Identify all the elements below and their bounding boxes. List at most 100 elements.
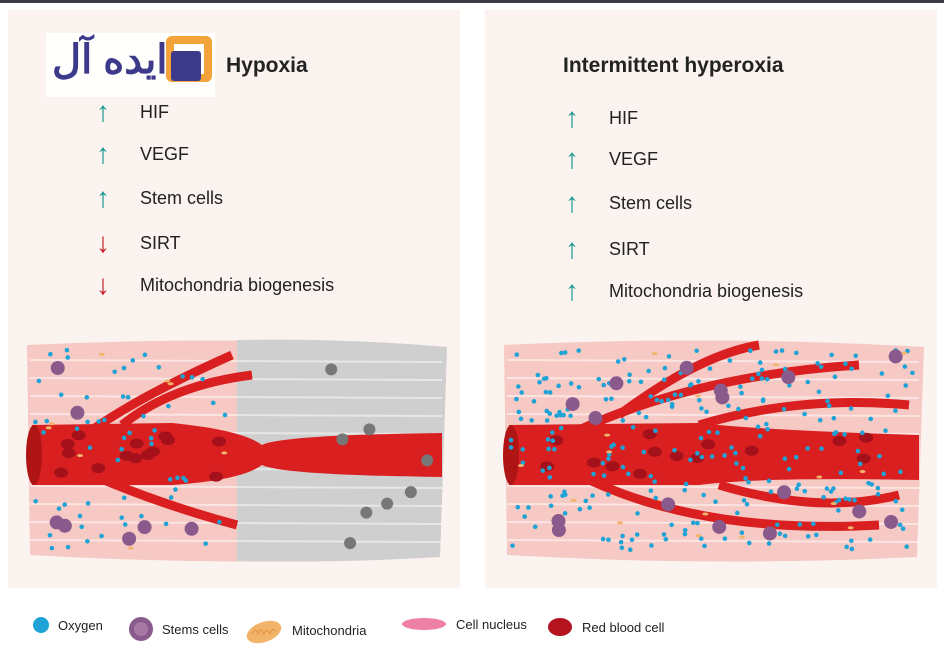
list-item: ↑VEGF <box>88 140 189 168</box>
oxygen-dot <box>666 354 672 359</box>
oxygen-dot <box>734 461 739 466</box>
oxygen-dot <box>672 392 678 397</box>
oxygen-dot <box>695 520 700 526</box>
oxygen-dot <box>549 430 555 435</box>
oxygen-dot <box>583 498 589 504</box>
oxygen-dot <box>695 451 700 456</box>
oxygen-dot <box>44 418 50 424</box>
stem-cell <box>50 360 65 375</box>
oxygen-dot <box>744 501 750 507</box>
oxygen-dot <box>648 394 654 399</box>
arrow-down-icon: ↓ <box>96 227 110 258</box>
oxygen-dot <box>764 421 769 427</box>
mitochondrion <box>517 464 524 468</box>
mitochondrion <box>45 426 52 430</box>
oxygen-dot <box>759 367 765 373</box>
oxygen-dot <box>836 497 842 503</box>
oxygen-dot <box>794 454 799 460</box>
oxygen-dot <box>606 456 611 462</box>
oxygen-dot <box>119 446 124 452</box>
arrow-up-icon: ↑ <box>96 96 110 127</box>
oxygen-dot <box>601 382 607 388</box>
oxygen-dot <box>805 446 810 451</box>
list-item: ↑Stem cells <box>557 189 692 217</box>
oxygen-dot <box>33 498 38 504</box>
oxygen-dot <box>881 471 887 477</box>
mitochondrion <box>859 470 866 474</box>
arrow-up-icon: ↑ <box>565 233 579 264</box>
mitochondrion <box>847 526 854 530</box>
oxygen-dot <box>867 537 873 542</box>
oxygen-dot <box>701 492 706 498</box>
mitochondrion <box>606 450 613 454</box>
oxygen-dot <box>514 352 520 357</box>
oxygen-dot <box>726 403 731 409</box>
oxygen-dot <box>601 473 607 478</box>
oxygen-dot <box>699 454 705 460</box>
item-label: SIRT <box>609 238 650 259</box>
oxygen-dot <box>58 392 64 398</box>
oxygen-dot <box>641 449 647 455</box>
oxygen-dot <box>141 413 146 419</box>
stem-cell <box>679 360 694 375</box>
oxygen-dot <box>665 397 671 403</box>
oxygen-dot <box>65 544 71 550</box>
oxygen-dot <box>766 478 772 484</box>
oxygen-dot <box>709 454 715 459</box>
item-label: SIRT <box>140 232 181 253</box>
oxygen-dot <box>557 409 562 415</box>
oxygen-dot <box>652 479 657 484</box>
item-label: VEGF <box>140 143 190 164</box>
oxygen-dot <box>736 406 741 412</box>
oxygen-dot <box>49 545 55 551</box>
oxygen-dot <box>600 460 606 466</box>
oxygen-dot <box>735 510 740 516</box>
oxygen-dot <box>547 465 552 471</box>
arrow-up-icon: ↑ <box>96 182 110 213</box>
oxygen-dot <box>600 536 606 542</box>
oxygen-dot <box>121 495 127 501</box>
list-item: ↑Stem cells <box>88 184 223 212</box>
oxygen-dot <box>548 503 554 509</box>
stem-cell <box>777 485 792 500</box>
oxygen-dot <box>609 396 614 402</box>
oxygen-dot <box>510 543 515 548</box>
oxygen-dot <box>779 348 785 353</box>
oxygen-dot <box>773 349 779 354</box>
oxygen-dot <box>760 398 766 404</box>
oxygen-dot <box>56 506 62 511</box>
stem-cell <box>137 520 152 535</box>
oxygen-dot <box>168 495 174 500</box>
oxygen-dot <box>648 488 654 494</box>
oxygen-dot <box>727 358 733 363</box>
muscle-fiber-line <box>29 395 443 399</box>
oxygen-dot <box>682 527 688 533</box>
hypoxia-panel: Hypoxia ↑HIF ↑VEGF ↑Stem cells ↓SIRT ↓Mi… <box>8 10 460 588</box>
item-label: HIF <box>609 107 638 128</box>
stem-cell <box>781 370 796 385</box>
oxygen-dot <box>669 522 674 528</box>
oxygen-dot <box>210 400 216 406</box>
oxygen-dot <box>669 401 675 407</box>
oxygen-dot <box>515 504 521 510</box>
oxygen-dot <box>520 447 526 452</box>
oxygen-dot <box>85 501 91 506</box>
oxygen-dot <box>576 348 582 353</box>
oxygen-dot <box>550 438 556 443</box>
oxygen-dot <box>879 371 885 376</box>
red-blood-cell <box>642 429 657 440</box>
oxygen-dot <box>606 537 611 543</box>
oxygen-dot <box>805 379 811 385</box>
oxygen-dot <box>682 487 687 493</box>
oxygen-dot <box>163 521 169 527</box>
oxygen-dot <box>849 366 854 372</box>
oxygen-dot <box>893 408 898 414</box>
oxygen-dot <box>85 538 90 544</box>
muscle-fiber-line <box>29 485 443 489</box>
oxygen-dot <box>755 424 761 430</box>
oxygen-dot <box>180 374 185 379</box>
oxygen-dot <box>175 475 180 481</box>
oxygen-dot <box>704 409 709 415</box>
oxygen-dot <box>832 374 838 380</box>
oxygen-dot <box>181 475 186 481</box>
